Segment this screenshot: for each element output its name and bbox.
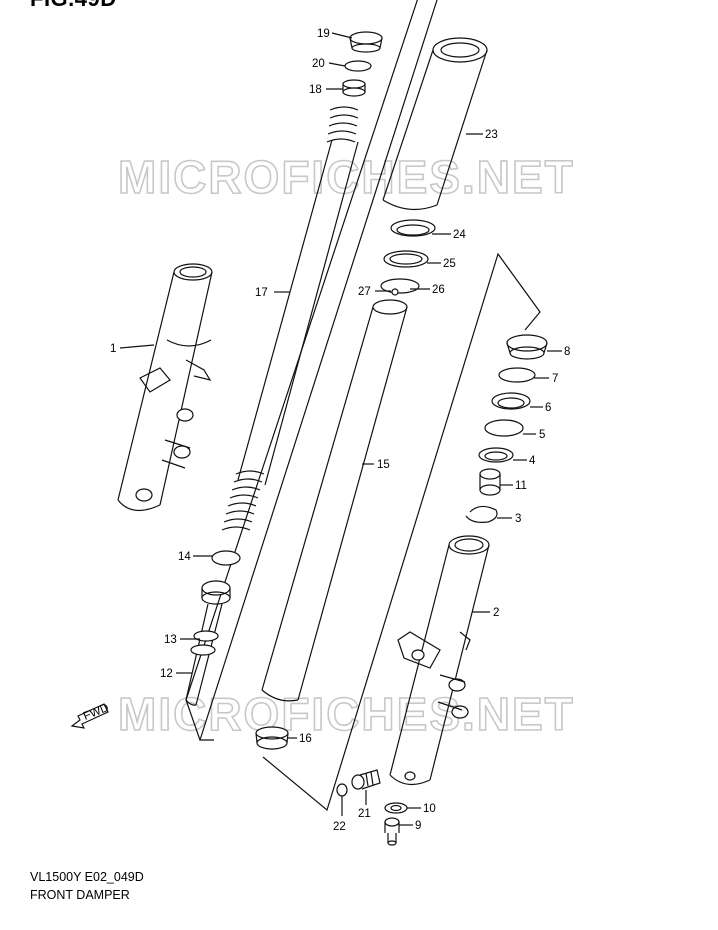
part-inner-tube: [261, 299, 408, 702]
part-fork-leg-left: [117, 263, 213, 511]
part-ring-14: [211, 550, 241, 566]
fwd-label: FWD: [82, 702, 111, 723]
part-spacer-18: [342, 79, 366, 97]
callout-4: 4: [529, 455, 536, 467]
part-damper-rod: [185, 580, 231, 706]
callout-20: 20: [312, 58, 325, 70]
part-oil-seal-6-inner: [497, 397, 525, 409]
figure-number: FIG.49D: [30, 0, 117, 12]
callout-11: 11: [515, 480, 527, 492]
part-washer-22: [336, 783, 348, 797]
part-gasket-10-inner: [390, 804, 402, 812]
part-oil-seal-6: [491, 392, 531, 410]
callout-6: 6: [545, 402, 551, 414]
part-washer-20: [344, 60, 372, 72]
watermark-top: MICROFICHES.NET: [118, 151, 575, 203]
fwd-arrow-icon: FWD: [70, 702, 111, 729]
part-group-title: FRONT DAMPER: [30, 888, 130, 902]
part-dust-seal-8: [506, 334, 548, 360]
callout-26: 26: [432, 284, 445, 296]
part-outer-tube: [382, 37, 488, 211]
callout-3: 3: [515, 513, 521, 525]
callout-12: 12: [160, 668, 173, 680]
callout-21: 21: [358, 808, 371, 820]
leader-lines: [119, 32, 562, 826]
callout-2: 2: [493, 607, 499, 619]
part-gasket-10: [384, 802, 408, 814]
outer-group-outline: [262, 252, 541, 812]
callout-24: 24: [453, 229, 466, 241]
part-fork-spring: [221, 106, 359, 531]
callout-7: 7: [552, 373, 558, 385]
callout-23: 23: [485, 129, 498, 141]
part-ring-25-inner: [389, 253, 423, 265]
callout-25: 25: [443, 258, 456, 270]
part-bolt-21: [351, 769, 381, 790]
callout-18: 18: [309, 84, 322, 96]
part-stopper-ring-7: [498, 367, 536, 383]
callout-16: 16: [299, 733, 312, 745]
callout-19: 19: [317, 28, 330, 40]
callout-27: 27: [358, 286, 371, 298]
part-ball-27: [391, 288, 399, 296]
callout-8: 8: [564, 346, 570, 358]
part-seal-24: [390, 219, 436, 237]
part-oil-lock-piece: [255, 726, 289, 750]
callout-9: 9: [415, 820, 421, 832]
part-snap-ring-3: [465, 505, 498, 523]
callout-10: 10: [423, 803, 436, 815]
model-code: VL1500Y E02_049D: [30, 870, 144, 884]
callout-14: 14: [178, 551, 191, 563]
callout-13: 13: [164, 634, 177, 646]
part-fork-cap: [349, 31, 383, 53]
callout-5: 5: [539, 429, 545, 441]
callout-22: 22: [333, 821, 346, 833]
part-clip-26: [380, 278, 420, 294]
part-bushing-11: [479, 468, 501, 496]
callout-17: 17: [255, 287, 268, 299]
part-bushing-4-inner: [484, 451, 508, 461]
watermark-bottom: MICROFICHES.NET: [118, 688, 575, 740]
part-washer-5: [484, 419, 524, 437]
inner-group-outline: [199, 0, 438, 741]
part-fork-leg-right: [389, 535, 490, 786]
callout-15: 15: [377, 459, 390, 471]
part-bolt-9: [384, 817, 400, 846]
callout-1: 1: [110, 343, 116, 355]
